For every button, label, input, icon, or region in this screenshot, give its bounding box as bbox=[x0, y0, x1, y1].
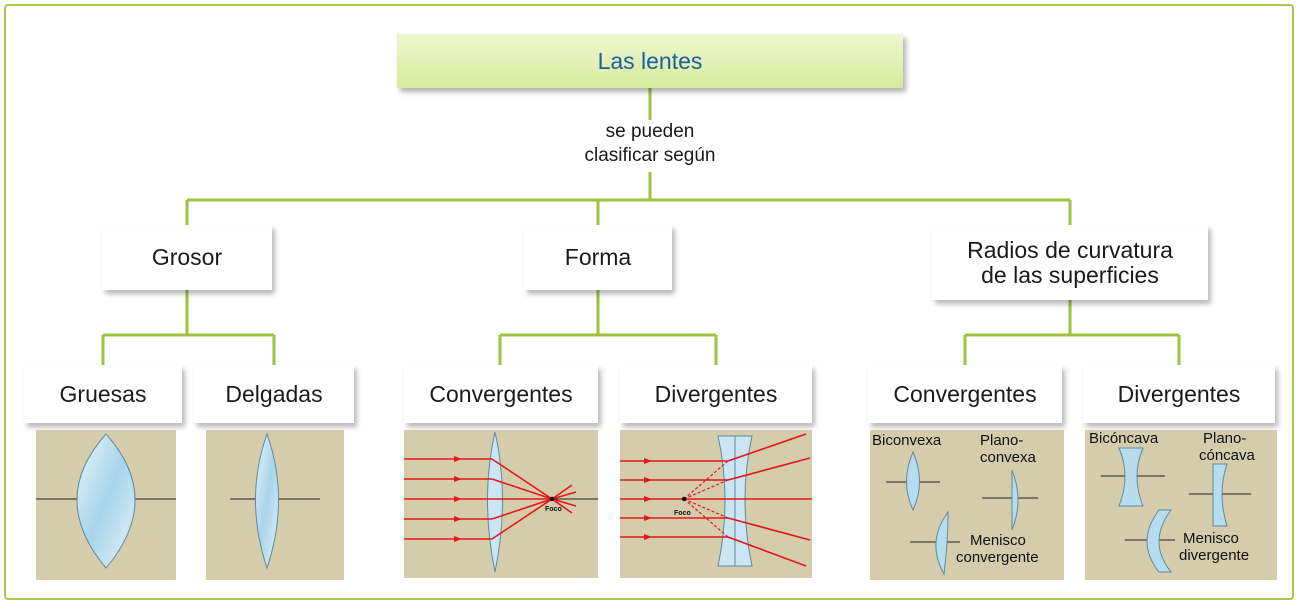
convergentes-forma-label: Convergentes bbox=[429, 380, 573, 407]
radios-box: Radios de curvatura de las superficies bbox=[932, 225, 1208, 300]
connector-line-2: clasificar según bbox=[584, 145, 716, 166]
delgadas-label: Delgadas bbox=[225, 380, 323, 407]
plano-concava-label-1: Plano- bbox=[1203, 430, 1247, 447]
converging-lens-types bbox=[886, 450, 1038, 576]
forma-box: Forma bbox=[524, 225, 672, 290]
root-title-box: Las lentes bbox=[397, 34, 903, 88]
menisco-divergente-label-1: Menisco bbox=[1183, 530, 1239, 547]
gruesas-panel bbox=[36, 430, 176, 580]
divergentes-forma-box: Divergentes bbox=[620, 365, 812, 423]
plano-concava-label-2: cóncava bbox=[1199, 447, 1255, 464]
plano-convex-lens bbox=[1011, 469, 1019, 531]
biconvex-lens bbox=[906, 450, 920, 512]
convergentes-forma-box: Convergentes bbox=[404, 365, 598, 423]
thick-lens-shape bbox=[76, 433, 136, 569]
divergentes-forma-panel: Foco bbox=[620, 430, 812, 578]
thick-lens-illustration bbox=[36, 433, 176, 569]
diverging-rays bbox=[620, 433, 812, 567]
menisco-convergente-label-1: Menisco bbox=[970, 532, 1026, 549]
forma-label: Forma bbox=[564, 244, 632, 270]
divergentes-radios-box: Divergentes bbox=[1083, 365, 1275, 423]
gruesas-box: Gruesas bbox=[24, 365, 182, 423]
meniscus-converging-lens bbox=[935, 510, 949, 576]
menisco-divergente-label-2: divergente bbox=[1179, 547, 1250, 564]
biconcava-label: Bicóncava bbox=[1089, 430, 1159, 447]
diverging-lens-types bbox=[1101, 447, 1251, 573]
meniscus-diverging-lens bbox=[1146, 509, 1173, 573]
foco-label-diverging: Foco bbox=[674, 510, 691, 517]
diverging-rays-illustration: Foco bbox=[620, 433, 812, 567]
plano-concave-lens bbox=[1212, 463, 1228, 527]
divergentes-forma-label: Divergentes bbox=[654, 380, 778, 407]
biconvexa-label: Biconvexa bbox=[872, 432, 942, 449]
biconcave-lens bbox=[1118, 447, 1144, 507]
convergentes-radios-panel: Biconvexa Plano- convexa Menisco converg… bbox=[870, 430, 1064, 580]
thin-lens-shape bbox=[255, 432, 279, 570]
root-title: Las lentes bbox=[597, 47, 703, 74]
radios-label-line-2: de las superficies bbox=[981, 261, 1159, 288]
connector-line-1: se pueden bbox=[605, 121, 695, 142]
thin-lens-illustration bbox=[230, 432, 320, 570]
grosor-box: Grosor bbox=[102, 225, 272, 290]
grosor-label: Grosor bbox=[151, 244, 223, 270]
divergentes-radios-panel: Bicóncava Plano- cóncava Menisco diverge… bbox=[1085, 430, 1277, 580]
gruesas-label: Gruesas bbox=[59, 380, 147, 407]
foco-label-converging: Foco bbox=[545, 506, 562, 513]
plano-convexa-label-2: convexa bbox=[980, 449, 1036, 466]
divergentes-radios-label: Divergentes bbox=[1117, 380, 1241, 407]
converging-lens-shape bbox=[487, 431, 503, 573]
incident-rays bbox=[404, 458, 577, 540]
convergentes-forma-panel: Foco bbox=[404, 430, 598, 578]
radios-label-line-1: Radios de curvatura bbox=[967, 236, 1173, 263]
plano-convexa-label-1: Plano- bbox=[980, 432, 1024, 449]
converging-rays-illustration: Foco bbox=[404, 431, 598, 573]
menisco-convergente-label-2: convergente bbox=[956, 549, 1039, 566]
delgadas-panel bbox=[206, 430, 344, 580]
delgadas-box: Delgadas bbox=[194, 365, 354, 423]
convergentes-radios-box: Convergentes bbox=[868, 365, 1062, 423]
convergentes-radios-label: Convergentes bbox=[893, 380, 1037, 407]
connector-phrase: se pueden clasificar según bbox=[570, 120, 730, 172]
